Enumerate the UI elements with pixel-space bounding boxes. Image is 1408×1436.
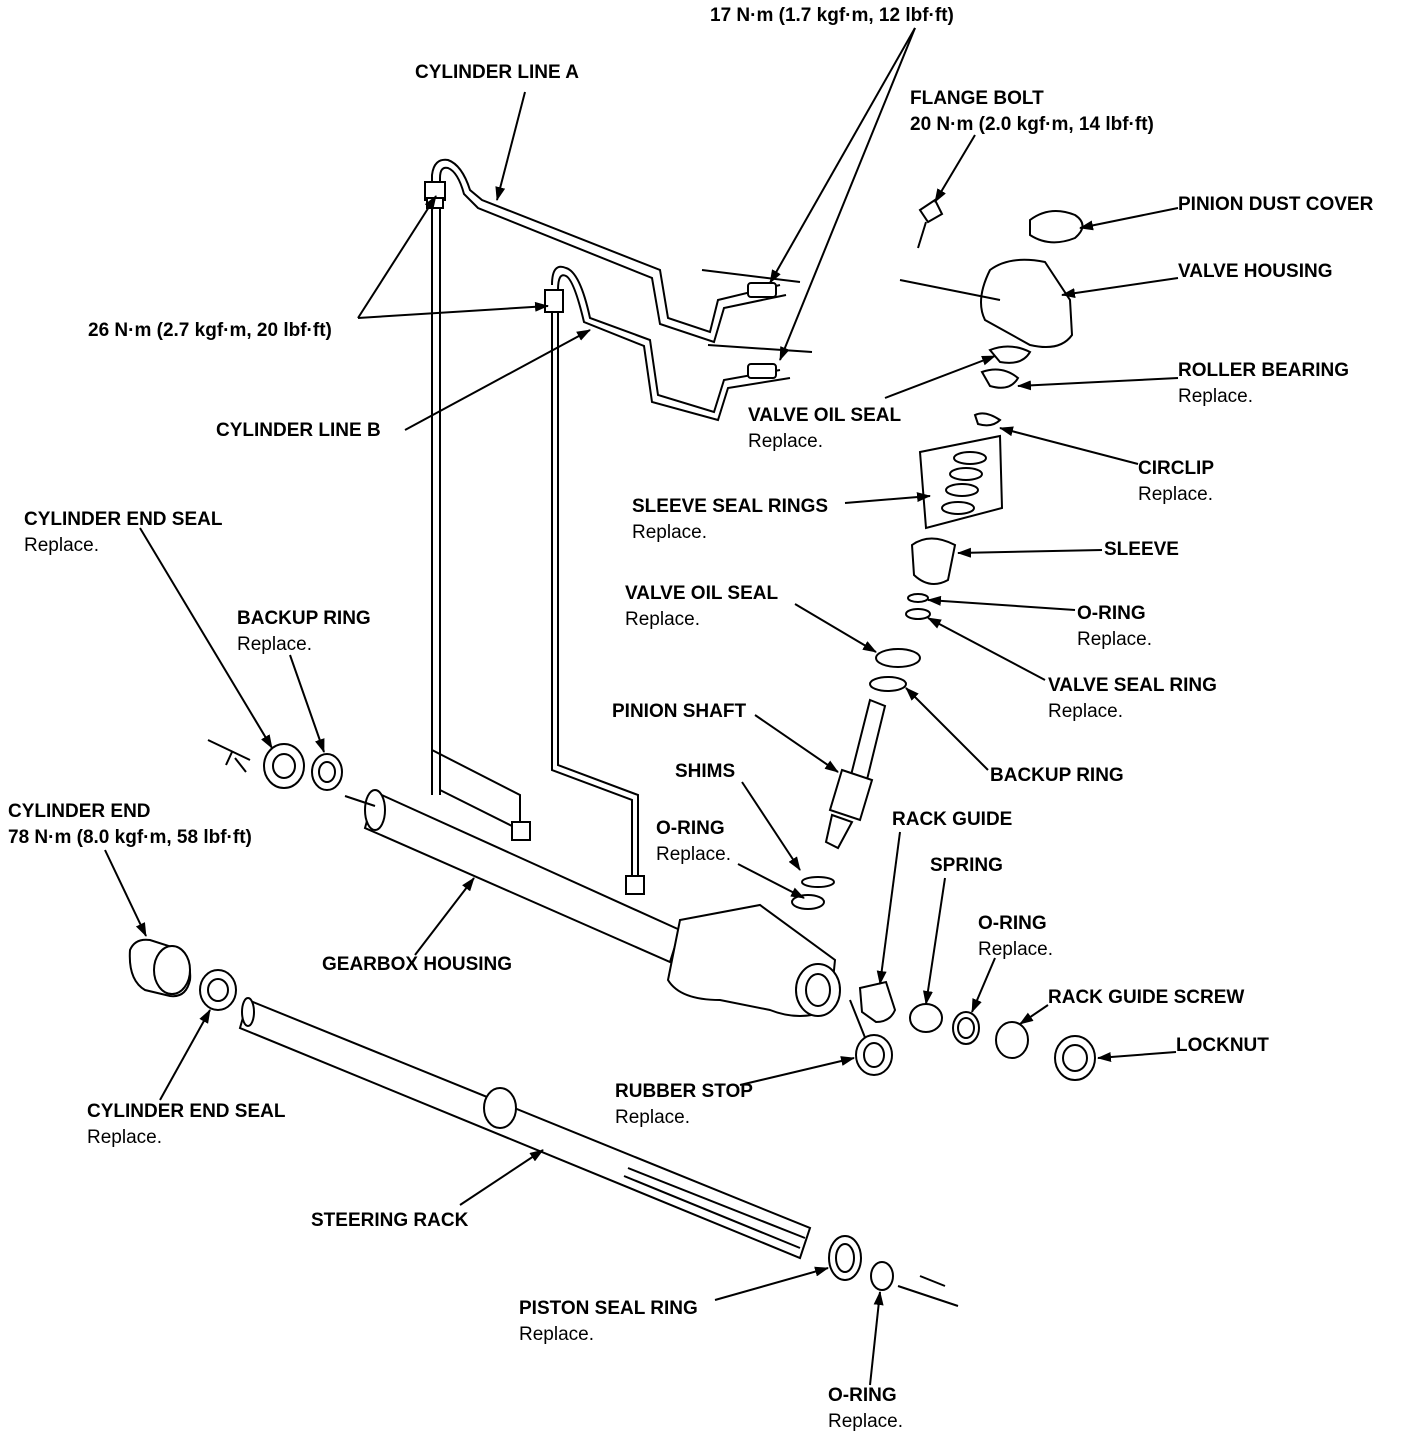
label-torque-17: 17 N·m (1.7 kgf·m, 12 lbf·ft) [710,5,954,26]
label-pinion-dust-cover: PINION DUST COVER [1178,194,1374,215]
gearbox-housing-part [363,789,871,1051]
label-valve-housing: VALVE HOUSING [1178,261,1333,282]
cylinder-line-b-pipe [544,265,791,880]
label-cylinder-line-a: CYLINDER LINE A [415,62,579,83]
label-locknut: LOCKNUT [1176,1035,1269,1056]
rack-guide-components [855,980,1096,1081]
label-rack-guide: RACK GUIDE [892,809,1013,830]
label-pinion-shaft: PINION SHAFT [612,701,747,722]
label-rack-guide-screw: RACK GUIDE SCREW [1048,987,1245,1008]
label-spring: SPRING [930,855,1003,876]
valve-housing-assembly [869,198,1084,692]
label-backup-ring-right: BACKUP RING [990,765,1124,786]
label-torque-26: 26 N·m (2.7 kgf·m, 20 lbf·ft) [88,320,332,341]
line-fittings [701,269,813,379]
label-shims: SHIMS [675,761,736,782]
label-cylinder-line-b: CYLINDER LINE B [216,420,381,441]
leader-lines [104,27,1179,1386]
cylinder-end-part [128,938,237,1011]
pinion-shaft-part [791,698,887,910]
left-seals [207,739,376,807]
label-gearbox-housing: GEARBOX HOUSING [322,954,513,975]
label-steering-rack: STEERING RACK [311,1210,469,1231]
steering-rack-part [238,997,812,1260]
bottom-seals [828,1235,959,1307]
label-sleeve: SLEEVE [1104,539,1179,560]
